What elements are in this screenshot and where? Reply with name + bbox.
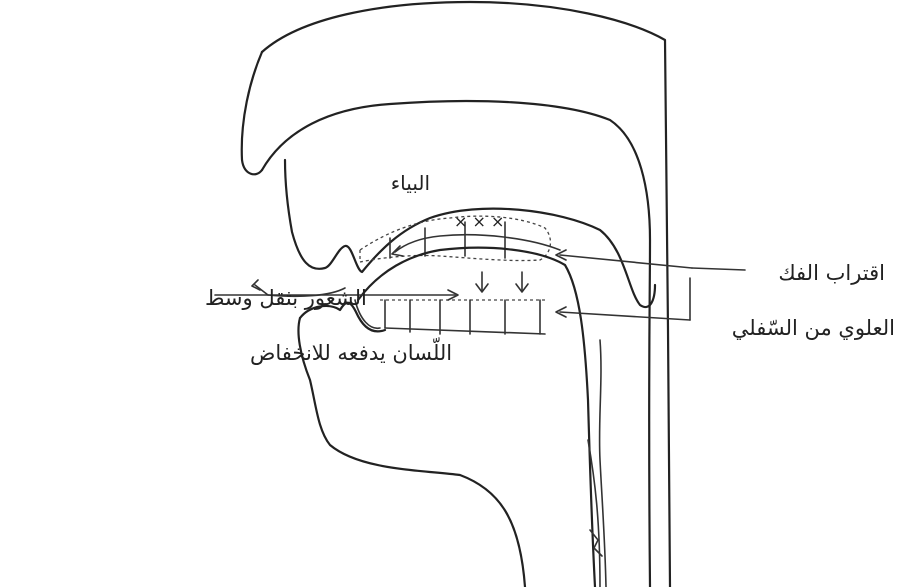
right-label-line-1: اقتراب الفك (778, 261, 885, 285)
right-label-line-2: العلوي من السّفلي (732, 316, 895, 340)
lower-teeth (355, 300, 545, 334)
palate-label: البياء (391, 171, 430, 195)
upper-jaw-outline (285, 160, 655, 307)
x-marks: × × × (454, 212, 504, 231)
left-label-line-1: الشعور بثقل وسط (205, 286, 367, 310)
left-label-line-2: اللّسان يدفعه للانخفاض (250, 336, 452, 365)
down-arrows (476, 272, 528, 292)
tongue-outline (358, 248, 595, 587)
